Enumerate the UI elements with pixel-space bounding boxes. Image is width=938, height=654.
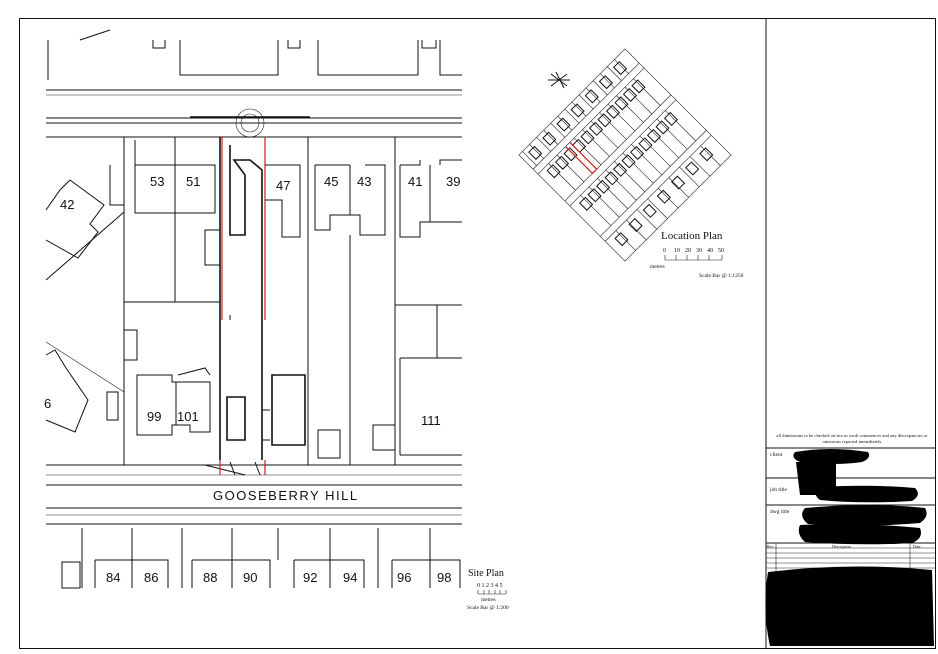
house-number: 41 [408, 174, 422, 189]
north-symbol-icon [548, 71, 570, 89]
location-plan-scale-number: 20 [685, 248, 691, 254]
house-number: 98 [437, 570, 451, 585]
house-number: 43 [357, 174, 371, 189]
house-number: 6 [44, 396, 51, 411]
revision-col-rev: Rev [767, 544, 773, 549]
tree-icon [235, 108, 265, 138]
site-plan [45, 29, 462, 589]
house-number: 92 [303, 570, 317, 585]
house-number: 84 [106, 570, 120, 585]
house-number: 47 [276, 178, 290, 193]
dimension-note: all dimensions to be checked on site as … [776, 433, 928, 444]
house-number: 39 [446, 174, 460, 189]
site-plan-scale-bar [477, 590, 507, 595]
site-plan-scale-numbers: 0 1 2 3 4 5 [477, 583, 503, 589]
house-number: 42 [60, 197, 74, 212]
revision-col-description: Description [832, 544, 851, 549]
house-number: 99 [147, 409, 161, 424]
sheet-border [19, 18, 936, 649]
house-number: 88 [203, 570, 217, 585]
house-number: 94 [343, 570, 357, 585]
site-plan-title: Site Plan [468, 568, 504, 579]
drawing-title-label: dwg title [770, 509, 790, 515]
location-plan-scale-number: 30 [696, 248, 702, 254]
revision-col-date: Date [913, 544, 921, 549]
location-plan-title: Location Plan [661, 230, 723, 242]
road-name: GOOSEBERRY HILL [213, 488, 359, 503]
house-number: 53 [150, 174, 164, 189]
client-label: client [770, 452, 783, 458]
location-plan-scale-number: 0 [663, 248, 666, 254]
site-plan-scale-caption: Scale Bar @ 1:200 [467, 605, 509, 611]
location-plan-scale-number: 50 [718, 248, 724, 254]
location-plan-scale-number: 40 [707, 248, 713, 254]
location-plan-scale-number: 10 [674, 248, 680, 254]
redaction-marks [765, 449, 934, 646]
house-number: 96 [397, 570, 411, 585]
house-number: 45 [324, 174, 338, 189]
location-plan-scale-unit: metres [650, 264, 665, 270]
location-plan-scale-caption: Scale Bar @ 1:1250 [699, 273, 744, 279]
house-number: 86 [144, 570, 158, 585]
house-number: 111 [421, 413, 441, 428]
location-plan [518, 48, 732, 262]
job-title-label: job title [769, 487, 788, 493]
house-number: 51 [186, 174, 200, 189]
house-number: 90 [243, 570, 257, 585]
location-plan-scale-bar [664, 255, 723, 261]
site-plan-scale-unit: metres [481, 597, 496, 603]
house-number: 101 [177, 409, 199, 424]
